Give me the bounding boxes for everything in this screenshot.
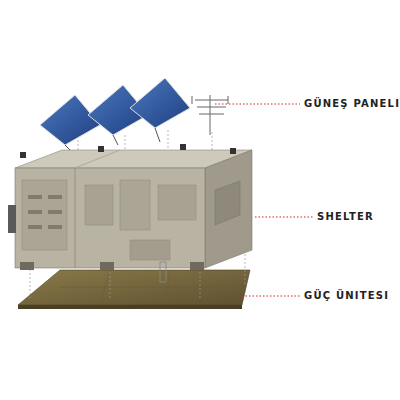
solar-panels <box>40 78 190 150</box>
part-label: GÜÇ ÜNITESI <box>304 290 389 301</box>
part-label: SHELTER <box>317 211 374 222</box>
part-label: GÜNEŞ PANELI <box>304 98 400 109</box>
power-unit <box>18 270 250 309</box>
leader-lines <box>215 104 313 296</box>
shelter-body <box>8 144 252 282</box>
antenna <box>192 95 228 135</box>
